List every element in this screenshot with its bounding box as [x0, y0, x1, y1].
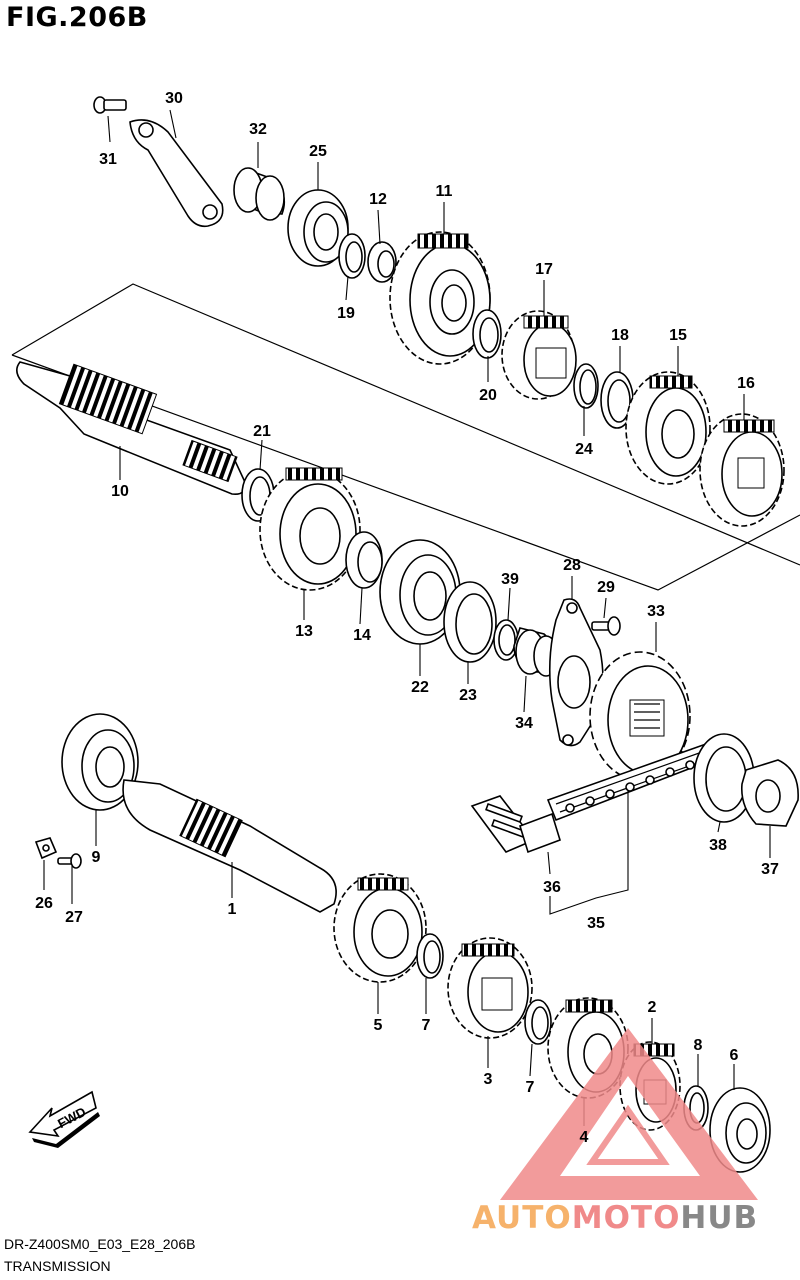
callout-18[interactable]: 18 — [611, 327, 629, 344]
callout-33[interactable]: 33 — [647, 603, 665, 620]
callout-34[interactable]: 34 — [515, 715, 533, 732]
part-22-bearing[interactable] — [379, 539, 461, 645]
part-30-lever[interactable] — [129, 119, 224, 228]
part-6-bearing[interactable] — [709, 1087, 771, 1173]
part-10-countershaft[interactable] — [16, 361, 246, 496]
callout-25[interactable]: 25 — [309, 143, 327, 160]
part-9-bearing[interactable] — [61, 713, 139, 811]
callout-19[interactable]: 19 — [337, 305, 355, 322]
svg-text:AUTOMOTOHUB: AUTOMOTOHUB — [472, 1200, 758, 1236]
part-3-gear[interactable] — [447, 937, 533, 1039]
callout-35[interactable]: 35 — [587, 915, 605, 932]
callout-24[interactable]: 24 — [575, 441, 593, 458]
watermark-text: AUTOMOTOHUB — [472, 1200, 758, 1236]
callout-26[interactable]: 26 — [35, 895, 53, 912]
callout-11[interactable]: 11 — [436, 183, 453, 200]
part-7-circlip-lower[interactable] — [524, 999, 552, 1045]
watermark-hub: HUB — [680, 1200, 758, 1236]
callout-15[interactable]: 15 — [669, 327, 687, 344]
part-14-bushing[interactable] — [345, 531, 383, 589]
callout-38[interactable]: 38 — [709, 837, 727, 854]
callout-31[interactable]: 31 — [99, 151, 117, 168]
figure-caption: TRANSMISSION — [4, 1258, 111, 1274]
part-32-bushing[interactable] — [233, 167, 286, 221]
callout-36[interactable]: 36 — [543, 879, 561, 896]
watermark-auto: AUTO — [472, 1200, 572, 1236]
part-17-gear[interactable] — [501, 310, 577, 400]
callout-4[interactable]: 4 — [580, 1129, 589, 1146]
part-12-needle-bearing[interactable] — [367, 241, 397, 283]
leader-lines — [43, 109, 771, 1126]
part-19-washer[interactable] — [338, 233, 366, 279]
part-38-lock-washer[interactable] — [693, 733, 755, 823]
callout-7-lower[interactable]: 7 — [526, 1079, 535, 1096]
part-16-gear[interactable] — [699, 413, 785, 527]
callout-10[interactable]: 10 — [111, 483, 129, 500]
watermark-logo — [500, 1028, 758, 1200]
watermark-triangle-icon — [500, 1028, 758, 1200]
part-1-driveshaft[interactable] — [122, 779, 337, 913]
part-26-plate[interactable] — [34, 837, 58, 860]
callout-2[interactable]: 2 — [648, 999, 657, 1016]
callout-12[interactable]: 12 — [369, 191, 387, 208]
callout-5[interactable]: 5 — [374, 1017, 383, 1034]
callout-1[interactable]: 1 — [228, 901, 237, 918]
callout-labels: 30 31 32 25 12 11 19 17 18 15 20 16 24 2… — [35, 90, 779, 1146]
callout-32[interactable]: 32 — [249, 121, 267, 138]
part-23-oil-seal[interactable] — [443, 581, 497, 663]
callout-9[interactable]: 9 — [92, 849, 101, 866]
callout-21[interactable]: 21 — [253, 423, 271, 440]
part-7-circlip-upper[interactable] — [416, 933, 444, 979]
callout-3[interactable]: 3 — [484, 1071, 493, 1088]
part-18-washer[interactable] — [600, 371, 634, 429]
callout-17[interactable]: 17 — [535, 261, 553, 278]
callout-13[interactable]: 13 — [295, 623, 313, 640]
watermark-moto: MOTO — [572, 1200, 681, 1236]
part-13-gear[interactable] — [259, 467, 361, 591]
figure-title: FIG.206B — [6, 2, 148, 33]
callout-27[interactable]: 27 — [65, 909, 83, 926]
part-29-bolt[interactable] — [591, 616, 621, 636]
callout-6[interactable]: 6 — [730, 1047, 739, 1064]
part-27-screw[interactable] — [57, 853, 82, 869]
callout-16[interactable]: 16 — [737, 375, 755, 392]
callout-22[interactable]: 22 — [411, 679, 429, 696]
part-31-bolt[interactable] — [93, 96, 127, 114]
figure-code: DR-Z400SM0_E03_E28_206B — [4, 1236, 196, 1252]
countershaft-group-outline — [11, 283, 800, 591]
callout-37[interactable]: 37 — [761, 861, 779, 878]
part-5-gear[interactable] — [333, 873, 427, 983]
callout-20[interactable]: 20 — [479, 387, 497, 404]
callout-39[interactable]: 39 — [501, 571, 519, 588]
part-24-circlip[interactable] — [573, 363, 599, 409]
part-35-drive-chain[interactable] — [546, 742, 714, 822]
part-37-nut[interactable] — [740, 759, 799, 827]
callout-29[interactable]: 29 — [597, 579, 615, 596]
callout-8[interactable]: 8 — [694, 1037, 703, 1054]
part-20-washer[interactable] — [472, 309, 502, 359]
callout-23[interactable]: 23 — [459, 687, 477, 704]
callout-30[interactable]: 30 — [165, 90, 183, 107]
fwd-arrow-icon: FWD — [28, 1090, 100, 1148]
part-34-spacer[interactable] — [513, 627, 559, 677]
part-15-gear[interactable] — [625, 371, 711, 485]
callout-14[interactable]: 14 — [353, 627, 371, 644]
part-36-chain-joint[interactable] — [470, 795, 561, 854]
callout-28[interactable]: 28 — [563, 557, 581, 574]
callout-7-upper[interactable]: 7 — [422, 1017, 431, 1034]
part-11-gear[interactable] — [389, 231, 491, 365]
